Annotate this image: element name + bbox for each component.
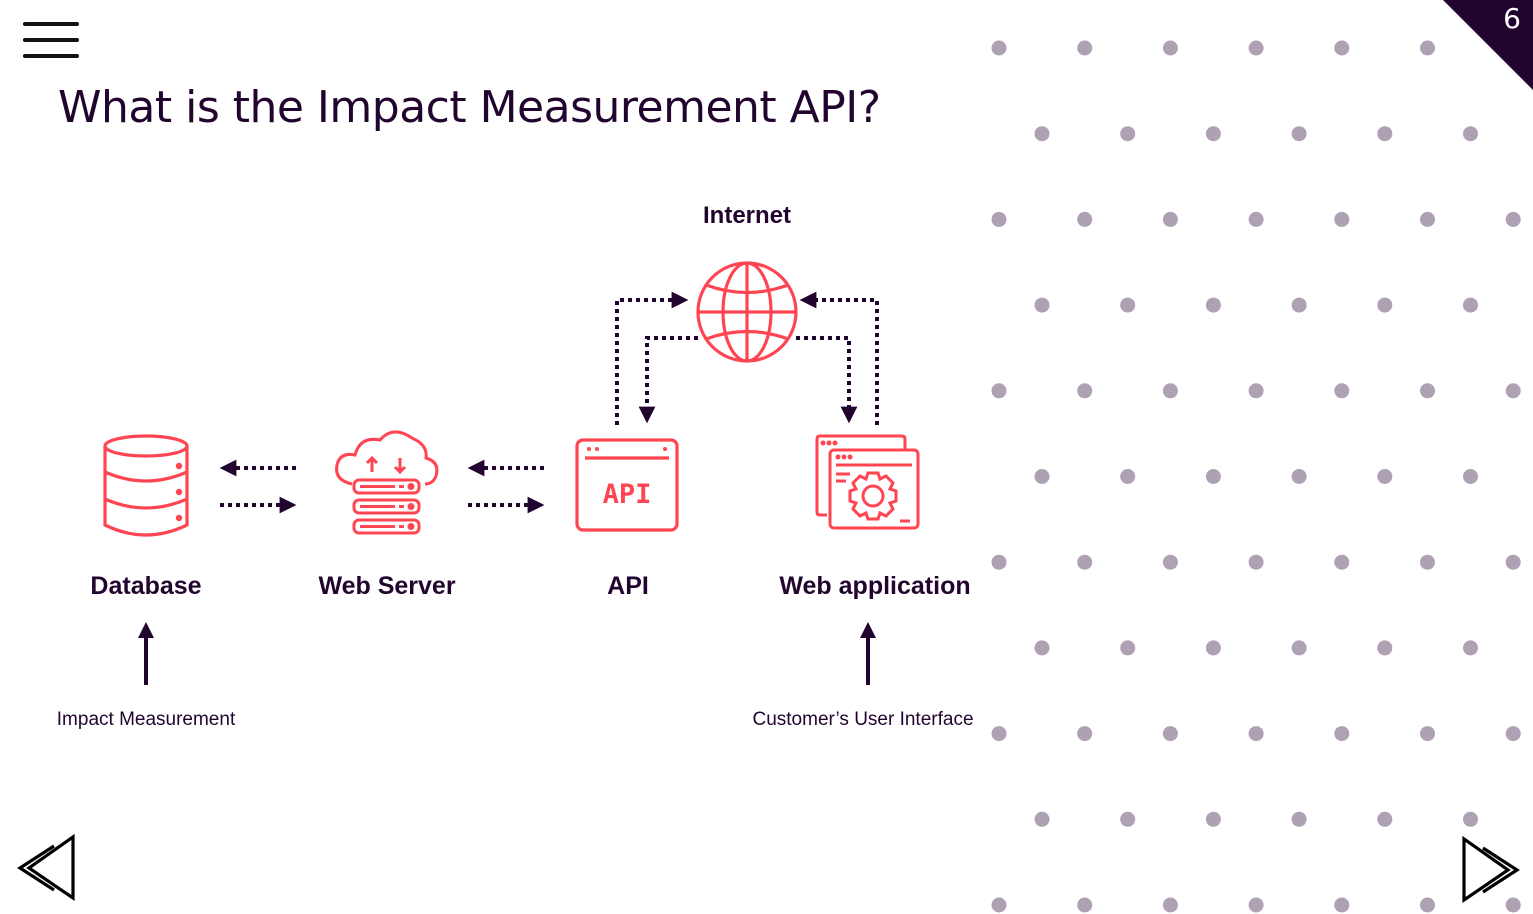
node-label-web-server: Web Server [318, 572, 456, 600]
hamburger-icon-bar [23, 54, 79, 58]
background-dot [1505, 554, 1521, 570]
input-label-impact-measurement: Impact Measurement [56, 709, 236, 730]
background-dot [1034, 640, 1050, 656]
background-dot [1334, 897, 1350, 913]
background-dot [1120, 469, 1136, 484]
background-dot [1034, 297, 1050, 313]
background-dot [1248, 554, 1264, 570]
background-dot [1077, 554, 1093, 570]
background-dot [1077, 897, 1093, 913]
background-dot [1334, 726, 1350, 742]
background-dot [1377, 811, 1393, 827]
node-label-internet: Internet [702, 202, 792, 229]
node-label-api: API [607, 572, 649, 600]
background-dot [1505, 383, 1521, 399]
background-dot [1162, 211, 1178, 227]
arrow-api-to-internet [615, 291, 689, 425]
background-dot [1248, 726, 1264, 742]
background-dot [1463, 126, 1478, 142]
node-label-web-application: Web application [779, 572, 971, 600]
background-dot [1205, 640, 1221, 656]
background-dot [1291, 469, 1307, 484]
previous-slide-button[interactable] [14, 832, 78, 904]
background-dot [1205, 469, 1221, 484]
background-dot [1334, 554, 1350, 570]
background-dot [1077, 40, 1093, 56]
background-dot [1420, 40, 1435, 56]
background-dot [1162, 897, 1178, 913]
cloud-server-icon [335, 430, 439, 535]
background-dot [1291, 297, 1307, 313]
background-dot [1420, 897, 1435, 913]
background-dot [1162, 726, 1178, 742]
background-dot [1334, 40, 1350, 56]
background-dot [1248, 897, 1264, 913]
connector-arrows [219, 291, 879, 514]
background-dot [1334, 383, 1350, 399]
background-dot [1420, 383, 1435, 399]
background-dot [1162, 40, 1178, 56]
hamburger-icon [23, 22, 79, 26]
background-dot [1505, 726, 1521, 742]
arrow-internet-to-webapp [796, 336, 858, 424]
previous-slide-icon [17, 833, 75, 902]
background-dot [1034, 811, 1050, 827]
background-dot [1205, 297, 1221, 313]
next-slide-button[interactable] [1459, 834, 1523, 906]
api-icon-text: API [603, 479, 652, 510]
background-dot [1420, 211, 1435, 227]
arrow-webapp-to-internet [799, 291, 879, 425]
background-dot [1120, 640, 1136, 656]
background-dot [1248, 211, 1264, 227]
page-title: What is the Impact Measurement API? [58, 82, 881, 133]
architecture-diagram: API [103, 261, 920, 685]
background-dot [1291, 126, 1307, 142]
globe-icon [696, 261, 798, 363]
background-dot [1034, 469, 1050, 484]
background-dot [1463, 811, 1478, 827]
background-dot [1420, 554, 1435, 570]
input-arrows [138, 622, 876, 685]
background-dot [1505, 211, 1521, 227]
background-dot [1248, 383, 1264, 399]
menu-button[interactable] [22, 20, 80, 60]
background-dot [1291, 640, 1307, 656]
input-label-customer-ui: Customer’s User Interface [752, 709, 974, 730]
background-dot [1077, 383, 1093, 399]
hamburger-icon-bar [23, 38, 79, 42]
background-dot [1162, 383, 1178, 399]
background-dot [1463, 640, 1478, 656]
background-dot [991, 897, 1007, 913]
background-dot [1463, 297, 1478, 313]
background-dot [1120, 811, 1136, 827]
background-dot [1334, 211, 1350, 227]
background-dot [1120, 297, 1136, 313]
api-window-icon: API [575, 438, 679, 532]
node-label-database: Database [90, 572, 202, 600]
background-dot [1291, 811, 1307, 827]
slide-number: 6 [1503, 2, 1521, 35]
background-dot [1377, 469, 1393, 484]
background-dot [1420, 726, 1435, 742]
background-dot [1377, 297, 1393, 313]
web-app-gear-icon [815, 434, 920, 530]
background-dot [1205, 811, 1221, 827]
background-dot [1077, 726, 1093, 742]
background-dot [1077, 211, 1093, 227]
background-dot [1205, 126, 1221, 142]
background-dot [1120, 126, 1136, 142]
background-dot [1162, 554, 1178, 570]
arrow-internet-to-api [638, 336, 698, 424]
background-dot [1463, 469, 1478, 484]
background-dot [1034, 126, 1050, 142]
next-slide-icon [1462, 835, 1520, 904]
background-dot [1248, 40, 1264, 56]
slide-number-corner [1443, 0, 1533, 90]
database-icon [103, 434, 189, 537]
background-dot [1377, 640, 1393, 656]
background-dot [1377, 126, 1393, 142]
